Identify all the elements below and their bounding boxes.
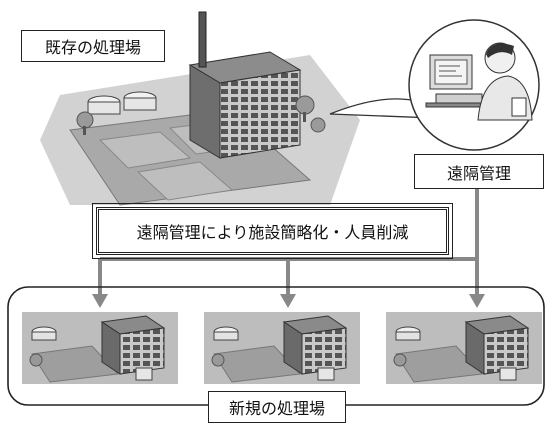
remote-management-label: 遠隔管理	[414, 154, 544, 189]
new-plant-illustration	[22, 312, 178, 384]
existing-plant-illustration	[40, 11, 360, 206]
simplification-message-box: 遠隔管理により施設簡略化・人員削減	[92, 203, 453, 259]
new-plant-illustration	[386, 312, 542, 384]
arrow-down-icon	[92, 294, 108, 308]
arrow-down-icon	[469, 294, 485, 308]
existing-plant-label: 既存の処理場	[21, 30, 165, 62]
new-plant-illustration	[204, 312, 360, 384]
operator-at-computer-illustration	[329, 19, 540, 151]
connector-lines	[98, 187, 479, 296]
new-plant-label: 新規の処理場	[208, 391, 346, 423]
arrow-down-icon	[280, 294, 296, 308]
